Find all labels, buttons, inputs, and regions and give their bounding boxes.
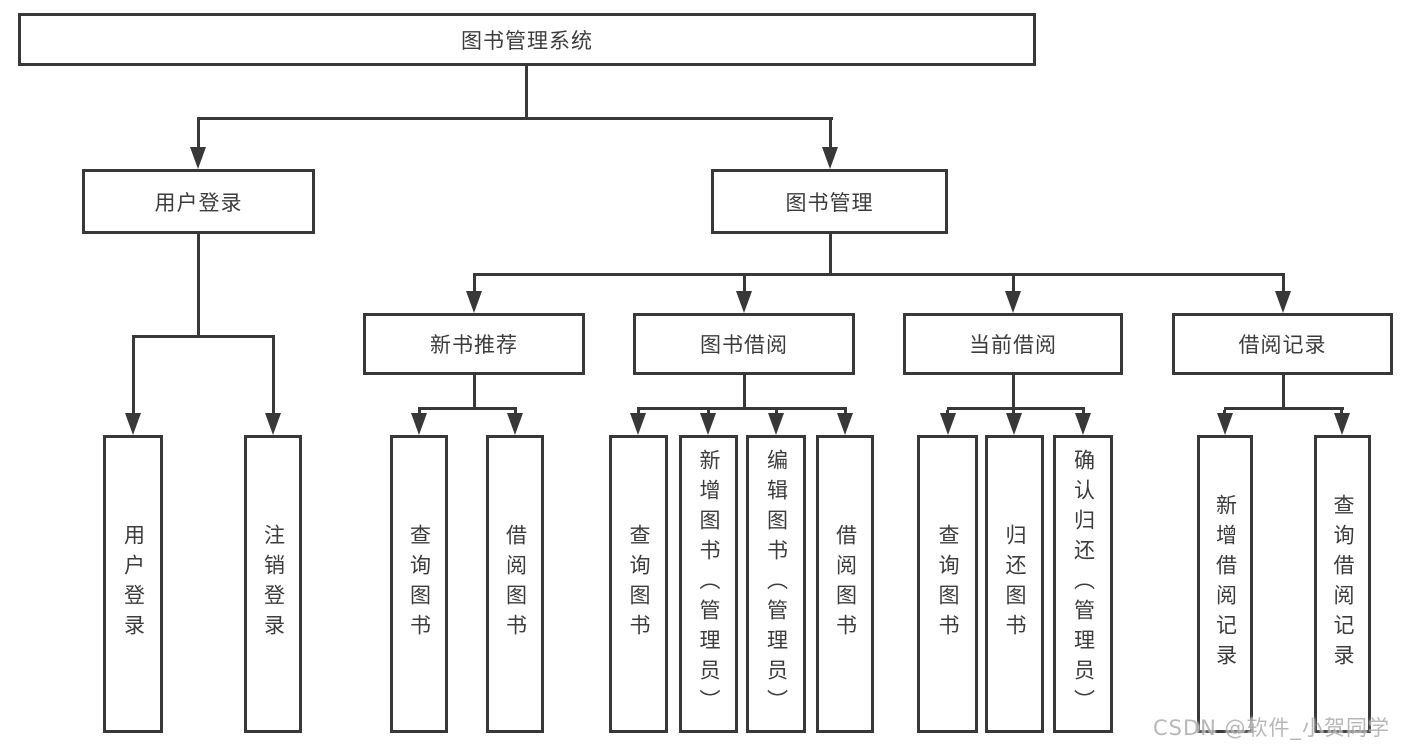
node-root: 图书管理系统 — [18, 13, 1036, 66]
leaf-query-books-1: 查询图书 — [390, 435, 448, 733]
arrowhead-icon — [822, 147, 838, 169]
leaf-borrow-books-1: 借阅图书 — [486, 435, 544, 733]
leaf-user-login: 用户登录 — [103, 435, 163, 733]
arrowhead-icon — [190, 147, 206, 169]
connector-line — [743, 375, 746, 409]
node-root-label: 图书管理系统 — [461, 28, 593, 53]
leaf-confirm-return-admin-label: 确认归还（管理员） — [1071, 449, 1096, 719]
arrowhead-icon — [125, 413, 141, 435]
connector-line — [132, 335, 275, 338]
node-new-book-recommend: 新书推荐 — [363, 313, 585, 375]
node-borrowing-records: 借阅记录 — [1172, 313, 1393, 375]
arrowhead-icon — [1006, 413, 1022, 435]
leaf-query-books-2-label: 查询图书 — [627, 524, 651, 644]
connector-line — [947, 407, 1085, 410]
arrowhead-icon — [736, 291, 752, 313]
connector-line — [743, 276, 746, 293]
arrowhead-icon — [837, 413, 853, 435]
node-borrowing-records-label: 借阅记录 — [1238, 333, 1327, 357]
connector-line — [473, 276, 476, 293]
leaf-borrow-books-2: 借阅图书 — [816, 435, 874, 733]
arrowhead-icon — [1217, 413, 1233, 435]
arrowhead-icon — [630, 413, 646, 435]
connector-line — [829, 234, 832, 276]
node-book-borrowing: 图书借阅 — [633, 313, 855, 375]
leaf-query-books-2: 查询图书 — [609, 435, 668, 733]
arrowhead-icon — [1075, 413, 1091, 435]
node-current-borrowing: 当前借阅 — [903, 313, 1123, 375]
leaf-add-borrow-record: 新增借阅记录 — [1197, 435, 1253, 733]
arrowhead-icon — [466, 291, 482, 313]
connector-line — [197, 234, 200, 337]
connector-line — [473, 273, 1285, 276]
leaf-query-books-3: 查询图书 — [917, 435, 978, 733]
node-book-management-label: 图书管理 — [785, 190, 874, 215]
arrowhead-icon — [507, 413, 523, 435]
arrowhead-icon — [1275, 291, 1291, 313]
arrowhead-icon — [768, 413, 784, 435]
node-current-borrowing-label: 当前借阅 — [969, 333, 1057, 357]
connector-line — [1282, 276, 1285, 293]
leaf-add-books-admin-label: 新增图书（管理员） — [697, 449, 721, 719]
arrowhead-icon — [1334, 413, 1350, 435]
connector-line — [473, 375, 476, 409]
connector-line — [1012, 276, 1015, 293]
connector-line — [637, 407, 847, 410]
leaf-query-borrow-record: 查询借阅记录 — [1314, 435, 1371, 733]
leaf-return-books: 归还图书 — [985, 435, 1044, 733]
arrowhead-icon — [700, 413, 716, 435]
arrowhead-icon — [1005, 291, 1021, 313]
connector-line — [197, 120, 200, 150]
node-user-login: 用户登录 — [82, 169, 315, 234]
leaf-edit-books-admin-label: 编辑图书（管理员） — [764, 449, 789, 719]
leaf-query-borrow-record-label: 查询借阅记录 — [1331, 494, 1355, 674]
connector-line — [525, 65, 528, 119]
leaf-logout-label: 注销登录 — [261, 524, 286, 644]
leaf-add-books-admin: 新增图书（管理员） — [679, 435, 738, 733]
leaf-borrow-books-2-label: 借阅图书 — [833, 524, 858, 644]
node-book-borrowing-label: 图书借阅 — [700, 333, 788, 357]
leaf-query-books-3-label: 查询图书 — [936, 524, 960, 644]
arrowhead-icon — [411, 413, 427, 435]
leaf-query-books-1-label: 查询图书 — [407, 524, 432, 644]
leaf-add-borrow-record-label: 新增借阅记录 — [1213, 494, 1238, 674]
leaf-borrow-books-1-label: 借阅图书 — [503, 524, 528, 644]
connector-line — [197, 117, 833, 120]
connector-line — [132, 338, 135, 415]
watermark: CSDN @软件_小贺同学 — [1153, 716, 1391, 740]
node-user-login-label: 用户登录 — [154, 190, 243, 215]
arrowhead-icon — [940, 413, 956, 435]
connector-line — [829, 120, 832, 150]
leaf-edit-books-admin: 编辑图书（管理员） — [746, 435, 806, 733]
arrowhead-icon — [265, 413, 281, 435]
connector-line — [1012, 375, 1015, 409]
connector-line — [272, 338, 275, 415]
connector-line — [1282, 375, 1285, 409]
connector-line — [418, 407, 517, 410]
leaf-logout: 注销登录 — [244, 435, 302, 733]
node-book-management: 图书管理 — [711, 169, 948, 234]
connector-line — [1224, 407, 1344, 410]
leaf-user-login-label: 用户登录 — [121, 524, 146, 644]
node-new-book-recommend-label: 新书推荐 — [430, 333, 518, 357]
leaf-return-books-label: 归还图书 — [1003, 524, 1027, 644]
leaf-confirm-return-admin: 确认归还（管理员） — [1053, 435, 1113, 733]
